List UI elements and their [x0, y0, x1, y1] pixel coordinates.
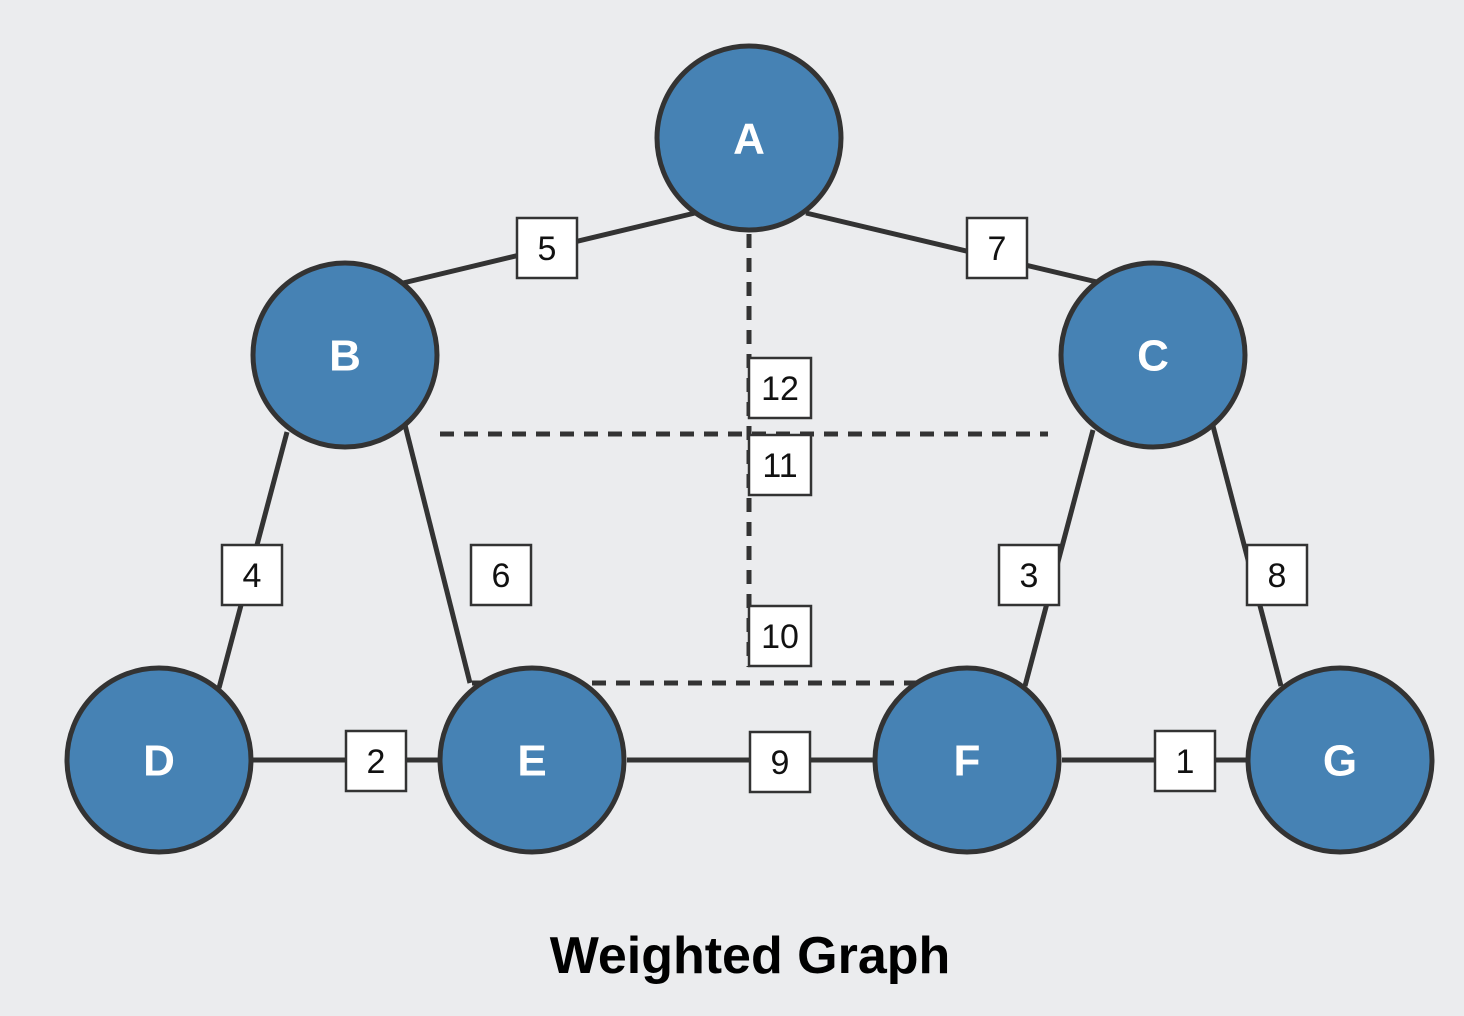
node-label: C	[1137, 332, 1169, 381]
weight-value: 5	[538, 230, 557, 268]
weight-value: 8	[1268, 557, 1287, 595]
node-label: F	[954, 737, 981, 786]
weight-label-b-c-dashed: 11	[747, 433, 813, 497]
node-e: E	[437, 665, 627, 855]
edge-b-e	[402, 424, 473, 684]
weight-labels-layer: 5 7 4 6 3 8 2 9 1 12 11 10	[220, 216, 1309, 794]
weight-value: 4	[243, 557, 262, 595]
weight-label-a-b: 5	[515, 216, 579, 280]
weight-value: 12	[761, 370, 799, 408]
node-a: A	[654, 43, 844, 233]
node-d: D	[64, 665, 254, 855]
weight-label-c-f: 3	[997, 543, 1061, 607]
weight-label-a-e-dashed: 12	[747, 356, 813, 420]
weight-label-b-d: 4	[220, 543, 284, 607]
node-label: B	[329, 332, 361, 381]
weight-label-f-g: 1	[1153, 729, 1217, 793]
node-label: G	[1323, 737, 1357, 786]
node-b: B	[250, 260, 440, 450]
weight-value: 3	[1020, 557, 1039, 595]
weight-value: 2	[367, 743, 386, 781]
node-f: F	[872, 665, 1062, 855]
node-g: G	[1245, 665, 1435, 855]
weight-label-e-f: 9	[748, 730, 812, 794]
weight-value: 9	[771, 744, 790, 782]
node-label: E	[517, 737, 546, 786]
weight-label-a-c: 7	[965, 216, 1029, 280]
diagram-title: Weighted Graph	[549, 927, 951, 985]
node-label: A	[733, 115, 765, 164]
weight-value: 6	[492, 557, 511, 595]
nodes-layer: A B C D E F G	[64, 43, 1435, 855]
edge-a-c	[805, 210, 1098, 285]
weight-value: 7	[988, 230, 1007, 268]
weight-value: 10	[761, 618, 799, 656]
weight-label-e-f-dashed: 10	[747, 604, 813, 668]
weight-value: 11	[762, 447, 797, 485]
node-label: D	[143, 737, 175, 786]
weight-label-d-e: 2	[344, 729, 408, 793]
weight-label-c-g: 8	[1245, 543, 1309, 607]
node-c: C	[1058, 260, 1248, 450]
weight-value: 1	[1176, 743, 1195, 781]
weight-label-b-e: 6	[469, 543, 533, 607]
